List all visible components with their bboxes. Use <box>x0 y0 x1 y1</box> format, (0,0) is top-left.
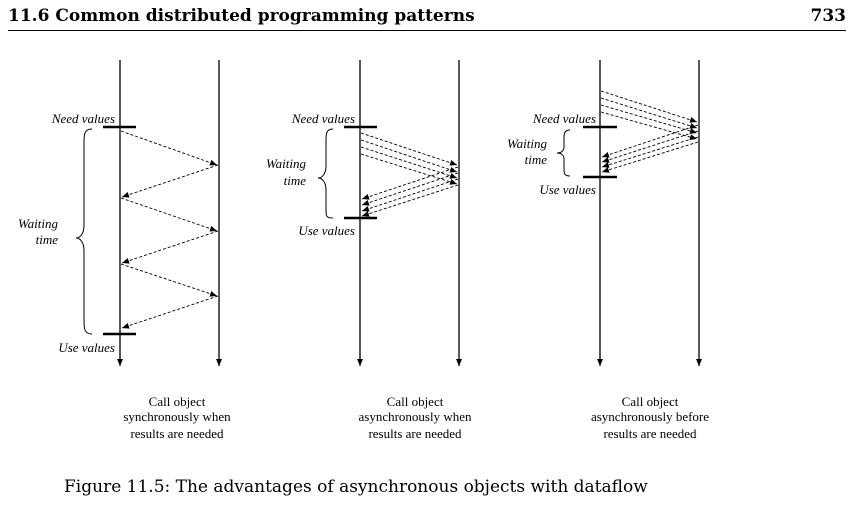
panel-caption-line-2: asynchronously when <box>358 409 472 424</box>
panel-caption-line-1: Call object <box>622 394 679 409</box>
waiting-label: Waiting <box>266 156 306 171</box>
time-label: time <box>36 232 59 247</box>
waiting-brace <box>75 128 93 335</box>
use-values-label: Use values <box>58 340 115 355</box>
section-title: 11.6 Common distributed programming patt… <box>8 6 475 26</box>
waiting-brace <box>556 129 571 177</box>
panel-caption-line-1: Call object <box>149 394 206 409</box>
use-values-label: Use values <box>298 223 355 238</box>
waiting-brace <box>317 128 334 219</box>
page-number: 733 <box>810 6 847 26</box>
panel-synchronous: Need values Use values Waiting time Call… <box>18 60 231 441</box>
panel-caption-line-3: results are needed <box>603 426 697 441</box>
panel-async-before-needed: Need values Use values Waiting time Call… <box>507 60 709 441</box>
waiting-label: Waiting <box>18 216 58 231</box>
time-label: time <box>284 173 307 188</box>
message-arrows <box>360 132 459 217</box>
dataflow-diagram: Need values Use values Waiting time Call… <box>18 60 709 441</box>
panel-caption-line-2: asynchronously before <box>591 409 709 424</box>
need-values-label: Need values <box>291 111 355 126</box>
panel-async-when-needed: Need values Use values Waiting time Call… <box>266 60 472 441</box>
message-arrows <box>120 130 219 329</box>
need-values-label: Need values <box>532 111 596 126</box>
panel-caption-line-3: results are needed <box>130 426 224 441</box>
page-header: 11.6 Common distributed programming patt… <box>8 4 846 31</box>
panel-caption-line-3: results are needed <box>368 426 462 441</box>
use-values-label: Use values <box>539 182 596 197</box>
panel-caption-line-2: synchronously when <box>123 409 231 424</box>
need-values-label: Need values <box>51 111 115 126</box>
time-label: time <box>525 152 548 167</box>
waiting-label: Waiting <box>507 136 547 151</box>
panel-caption-line-1: Call object <box>387 394 444 409</box>
figure-caption: Figure 11.5: The advantages of asynchron… <box>64 477 648 497</box>
message-arrows <box>600 90 699 173</box>
